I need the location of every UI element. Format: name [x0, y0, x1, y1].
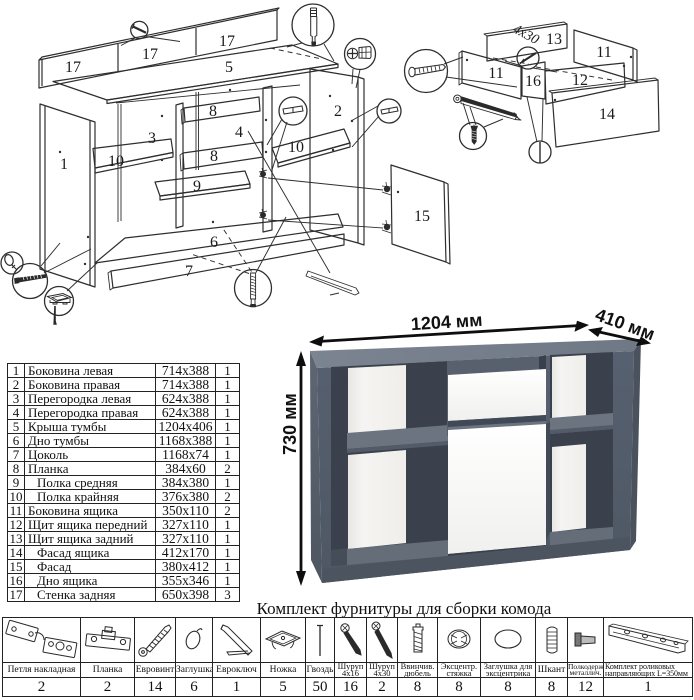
svg-text:11: 11	[488, 65, 503, 82]
svg-text:7: 7	[185, 263, 193, 280]
svg-text:5: 5	[225, 59, 233, 76]
svg-text:17: 17	[65, 59, 81, 76]
svg-text:10: 10	[108, 153, 124, 170]
svg-text:2: 2	[334, 103, 342, 120]
svg-text:1204 мм: 1204 мм	[410, 310, 483, 334]
svg-text:11: 11	[596, 44, 611, 61]
svg-text:16: 16	[525, 73, 541, 90]
svg-text:17: 17	[142, 46, 158, 63]
svg-text:1: 1	[60, 156, 68, 173]
svg-text:10: 10	[288, 139, 304, 156]
svg-text:9: 9	[193, 178, 201, 195]
svg-text:3: 3	[148, 130, 156, 147]
svg-text:12: 12	[572, 72, 588, 89]
svg-text:14: 14	[599, 106, 615, 123]
svg-text:4: 4	[235, 124, 243, 141]
svg-text:13: 13	[546, 31, 562, 48]
svg-text:15: 15	[414, 208, 430, 225]
svg-text:8: 8	[210, 148, 218, 165]
svg-text:6: 6	[210, 234, 218, 251]
svg-text:17: 17	[219, 33, 235, 50]
svg-text:8: 8	[209, 103, 217, 120]
svg-text:730 мм: 730 мм	[280, 393, 300, 455]
